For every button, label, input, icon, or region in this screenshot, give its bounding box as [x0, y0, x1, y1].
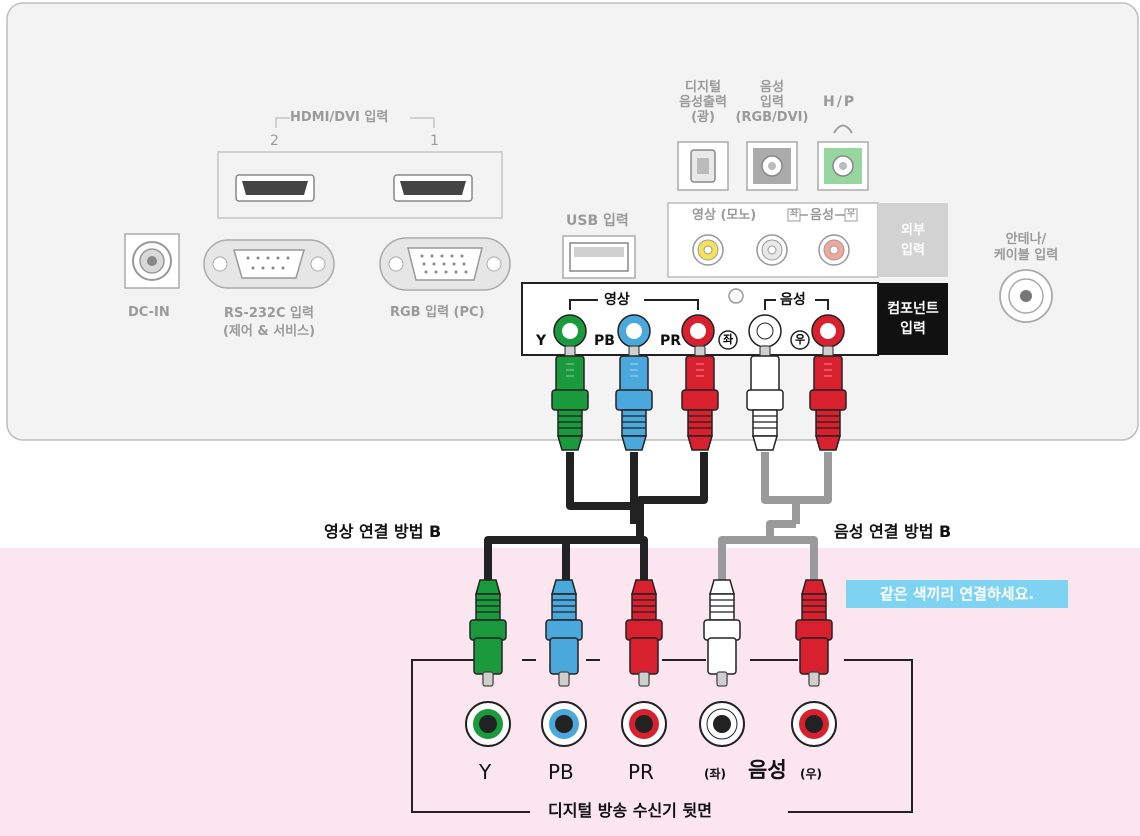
- rca-jack-icon: [756, 234, 788, 266]
- usb-port-icon: [562, 235, 636, 279]
- optical-port-icon: [677, 141, 729, 191]
- antenna-label: 안테나/ 케이블 입력: [993, 232, 1059, 263]
- rca-plug-icon: [551, 345, 589, 451]
- rgb-pc-label: RGB 입력 (PC): [390, 305, 485, 320]
- rca-jack-icon: [553, 314, 587, 348]
- audio-in-port-icon: [746, 141, 798, 191]
- hdmi-port-icon: [235, 174, 315, 202]
- rca-jack-icon: [692, 234, 724, 266]
- rca-jack-icon: [465, 701, 511, 747]
- headphone-icon: [833, 124, 853, 134]
- hp-label: H/P: [823, 94, 857, 110]
- audio-in-label: 음성 입력 (RGB/DVI): [735, 80, 809, 125]
- rca-plug-icon: [545, 579, 583, 687]
- component-pr-label: PR: [660, 333, 682, 349]
- receiver-title: 디지털 방송 수신기 뒷면: [548, 801, 712, 820]
- hdmi-port-2-label: 2: [270, 133, 279, 149]
- rca-plug-icon: [746, 345, 784, 451]
- rca-plug-icon: [625, 579, 663, 687]
- vga-port-icon: [379, 237, 511, 291]
- same-color-hint: 같은 색끼리 연결하세요.: [846, 580, 1068, 608]
- component-video-label: 영상: [604, 292, 630, 308]
- rca-plug-icon: [469, 579, 507, 687]
- rca-jack-icon: [699, 701, 745, 747]
- hdmi-group-box: [217, 151, 503, 219]
- receiver-pb-label: PB: [548, 760, 574, 784]
- audio-cable: [718, 452, 832, 580]
- component-pb-label: PB: [594, 333, 615, 349]
- receiver-y-label: Y: [479, 760, 492, 784]
- component-right-mark: 우: [794, 333, 806, 346]
- rca-plug-icon: [703, 579, 741, 687]
- rca-jack-icon: [811, 314, 845, 348]
- component-y-label: Y: [536, 333, 547, 349]
- rca-jack-icon: [617, 314, 651, 348]
- power-jack-icon: [124, 233, 180, 289]
- av-mono-label: 영상 (모노): [692, 208, 757, 223]
- rca-plug-icon: [681, 345, 719, 451]
- audio-method-label: 음성 연결 방법 B: [834, 522, 952, 541]
- usb-label: USB 입력: [566, 213, 629, 229]
- rca-jack-icon: [791, 701, 837, 747]
- dc-in-label: DC-IN: [128, 305, 170, 320]
- receiver-right-label: (우): [800, 767, 823, 781]
- rca-jack-icon: [541, 701, 587, 747]
- rs232c-label: RS-232C 입력 (제어 & 서비스): [222, 306, 316, 339]
- rca-jack-icon: [681, 314, 715, 348]
- rca-plug-icon: [809, 345, 847, 451]
- av-audio-label: 음성: [810, 208, 834, 223]
- hdmi-group-label: HDMI/DVI 입력: [290, 110, 389, 125]
- rca-jack-icon: [621, 701, 667, 747]
- component-left-mark: 좌: [722, 333, 734, 346]
- vga-port-icon: [203, 239, 335, 289]
- av-left-mark: 좌: [789, 209, 799, 219]
- digital-audio-out-label: 디지털 음성출력 (광): [679, 80, 727, 125]
- hdmi-port-1-label: 1: [430, 133, 439, 149]
- rca-jack-icon: [748, 314, 782, 348]
- video-method-label: 영상 연결 방법 B: [324, 522, 442, 541]
- external-input-label: 외부 입력: [878, 203, 948, 277]
- component-input-label: 컴포넌트 입력: [878, 283, 948, 355]
- coax-port-icon: [999, 269, 1053, 323]
- video-cable: [484, 452, 708, 580]
- hdmi-port-icon: [393, 174, 473, 202]
- receiver-left-label: (좌): [704, 767, 727, 781]
- component-audio-label: 음성: [780, 292, 806, 308]
- receiver-frame: [411, 659, 530, 813]
- rca-plug-icon: [615, 345, 653, 451]
- rca-jack-icon: [818, 234, 850, 266]
- receiver-audio-label: 음성: [748, 758, 787, 782]
- headphone-port-icon: [817, 141, 869, 191]
- av-right-mark: 우: [846, 209, 856, 219]
- rca-plug-icon: [795, 579, 833, 687]
- receiver-pr-label: PR: [628, 760, 654, 784]
